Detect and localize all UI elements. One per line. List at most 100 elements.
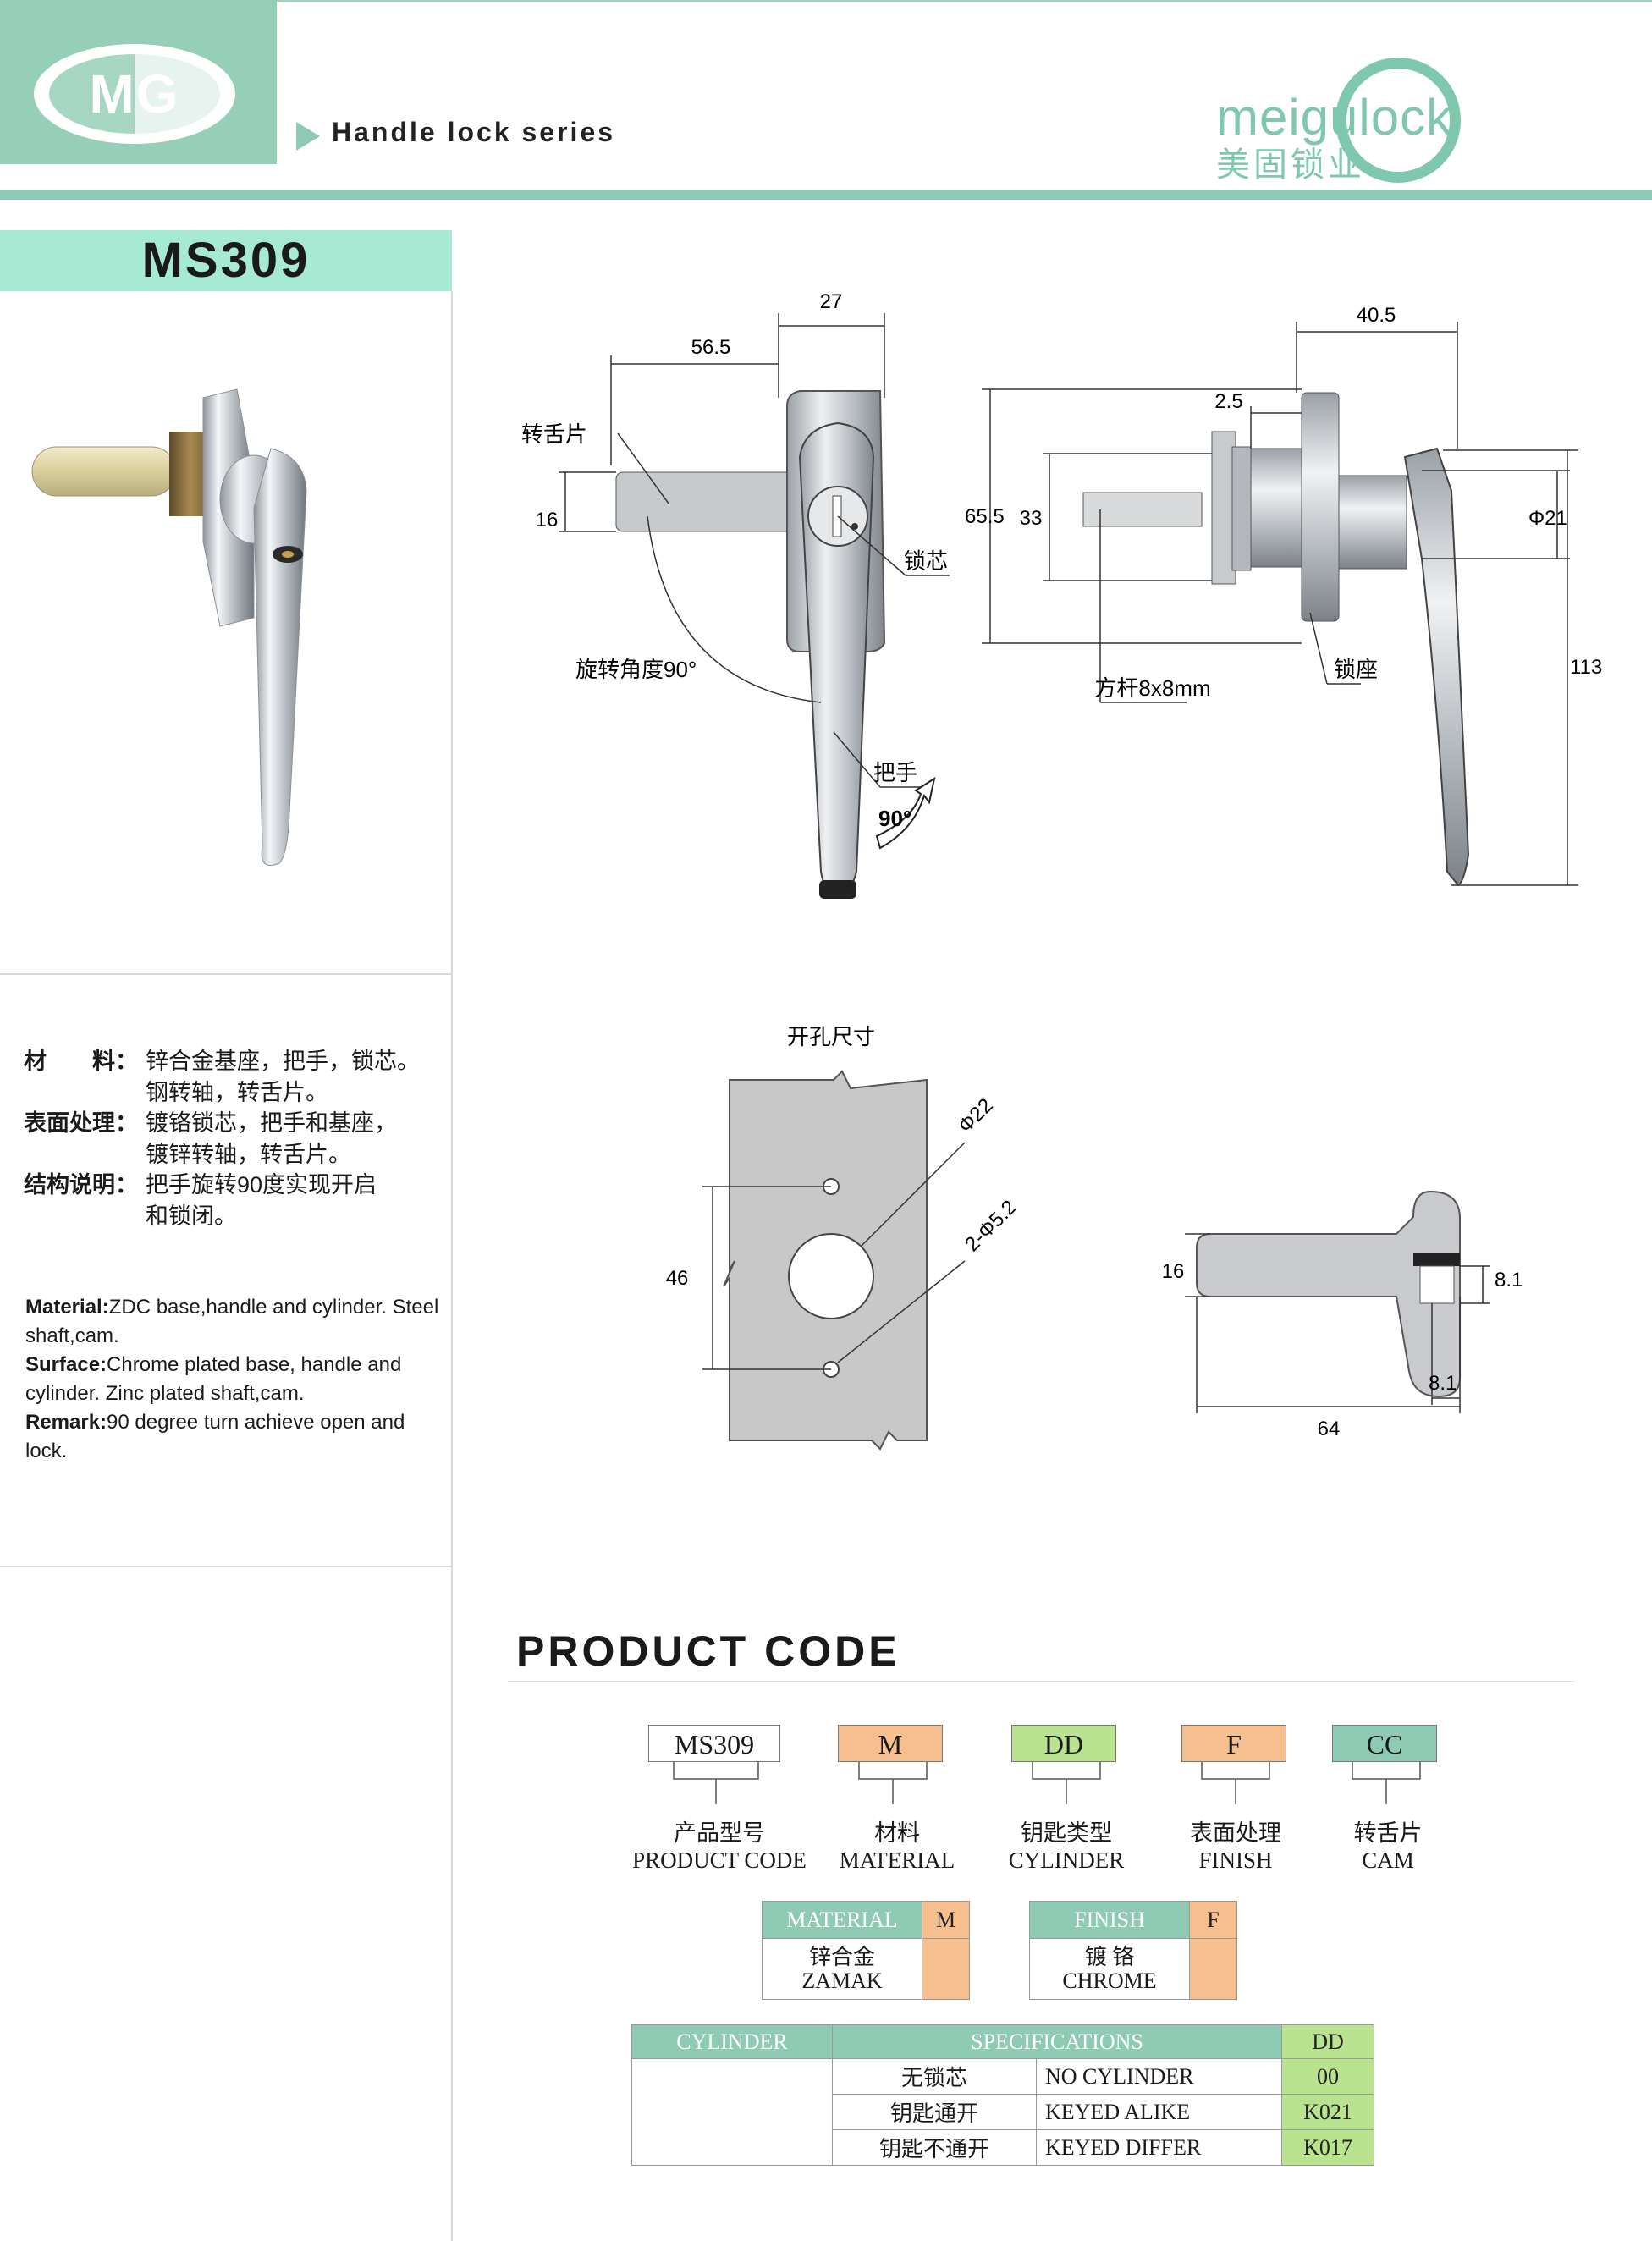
- product-code-rule: [508, 1681, 1574, 1682]
- spec-en-remark-label: Remark:: [25, 1411, 107, 1434]
- code-caption-cylinder-en: CYLINDER: [1008, 1847, 1125, 1873]
- table-row: 钥匙不通开 KEYED DIFFER K017: [632, 2129, 1374, 2166]
- code-caption-cam-cn: 转舌片: [1353, 1820, 1423, 1846]
- dim-27: 27: [820, 290, 843, 313]
- code-caption-finish-en: FINISH: [1198, 1847, 1273, 1873]
- cylinder-table-blank: [631, 2058, 833, 2166]
- dim-phi22: Φ22: [954, 1094, 998, 1138]
- code-box-material: M: [838, 1725, 943, 1762]
- cylinder-row-cn: 无锁芯: [832, 2058, 1037, 2095]
- dim-holes: 2-Φ5.2: [961, 1196, 1016, 1256]
- code-caption-material: 材料 MATERIAL: [812, 1820, 982, 1874]
- spec-en-material-label: Material:: [25, 1296, 109, 1319]
- spec-remark-line2: 和锁闭。: [146, 1203, 237, 1229]
- code-box-model: MS309: [648, 1725, 780, 1762]
- spec-surface-line2: 镀锌转轴，转舌片。: [146, 1142, 351, 1167]
- label-cam: 转舌片: [521, 421, 587, 447]
- dim-65-5: 65.5: [965, 505, 1005, 528]
- code-box-cylinder: DD: [1011, 1725, 1116, 1762]
- code-caption-finish-cn: 表面处理: [1190, 1820, 1281, 1846]
- model-banner: [0, 230, 452, 291]
- cam-dim-64: 64: [1318, 1418, 1341, 1439]
- cylinder-row-en: KEYED DIFFER: [1036, 2129, 1282, 2166]
- sidebar-divider: [451, 291, 453, 2241]
- dim-56-5: 56.5: [691, 336, 731, 359]
- cylinder-table: CYLINDER SPECIFICATIONS DD 无锁芯 NO CYLIND…: [631, 2024, 1374, 2166]
- cylinder-row-code: K017: [1281, 2129, 1374, 2166]
- finish-table-value: 镀 铬 CHROME: [1028, 1938, 1191, 2000]
- material-table-header: MATERIAL: [761, 1901, 923, 1939]
- code-connectors: [673, 1762, 1421, 1804]
- cylinder-spec-header: SPECIFICATIONS: [832, 2024, 1282, 2059]
- table-row: 钥匙通开 KEYED ALIKE K021: [632, 2094, 1374, 2130]
- code-caption-material-en: MATERIAL: [839, 1847, 955, 1873]
- code-caption-model: 产品型号 PRODUCT CODE: [626, 1820, 812, 1874]
- finish-table-code-header: F: [1189, 1901, 1237, 1939]
- code-box-finish: F: [1181, 1725, 1286, 1762]
- finish-table: FINISH F 镀 铬 CHROME: [1028, 1901, 1237, 2000]
- spec-material-line1: 锌合金基座，把手，锁芯。: [146, 1049, 420, 1074]
- code-box-cam: CC: [1332, 1725, 1437, 1762]
- spec-en-material-text: ZDC base,handle and cylinder. Steel shaf…: [25, 1296, 439, 1347]
- cylinder-row-code: 00: [1281, 2058, 1374, 2095]
- cylinder-row-en: NO CYLINDER: [1036, 2058, 1282, 2095]
- finish-value-en: CHROME: [1062, 1968, 1157, 1993]
- spec-en-surface-label: Surface:: [25, 1353, 107, 1376]
- label-cylinder: 锁芯: [904, 548, 948, 574]
- cutout-title: 开孔尺寸: [787, 1024, 875, 1049]
- cam-dim-8-1-bottom: 8.1: [1429, 1372, 1457, 1395]
- label-shaft: 方杆8x8mm: [1094, 675, 1210, 701]
- cylinder-row-cn: 钥匙不通开: [832, 2129, 1037, 2166]
- spec-material-line2: 钢转轴，转舌片。: [146, 1080, 328, 1105]
- code-caption-material-cn: 材料: [874, 1820, 920, 1846]
- side-view-drawing: 40.5 2.5 65.5 33 Φ21 113 方杆8x8mm 锁座: [965, 304, 1602, 887]
- code-caption-cylinder: 钥匙类型 CYLINDER: [982, 1820, 1151, 1874]
- logo-text: MG: [89, 63, 180, 124]
- cylinder-table-header: CYLINDER: [631, 2024, 833, 2059]
- sidebar-separator: [0, 973, 452, 975]
- spec-surface-label: 表面处理：: [24, 1110, 138, 1136]
- product-photo: [31, 388, 307, 866]
- cam-drawing: 16 8.1 8.1 64: [1162, 1190, 1523, 1439]
- finish-table-code-cell: [1189, 1938, 1237, 2000]
- code-caption-cam-en: CAM: [1362, 1847, 1414, 1873]
- spec-en-remark-text: 90 degree turn achieve open and lock.: [25, 1411, 405, 1462]
- finish-value-cn: 镀 铬: [1084, 1944, 1135, 1969]
- dim-33: 33: [1020, 507, 1043, 530]
- code-caption-model-cn: 产品型号: [674, 1820, 765, 1846]
- brand-name-cn: 美固锁业: [1216, 146, 1365, 184]
- dim-40-5: 40.5: [1357, 304, 1396, 327]
- label-90: 90°: [878, 806, 911, 831]
- material-value-cn: 锌合金: [809, 1944, 876, 1969]
- logo-oval-inner: [49, 54, 220, 134]
- cam-dim-16: 16: [1162, 1260, 1185, 1283]
- spec-remark-label: 结构说明：: [24, 1172, 138, 1198]
- label-rotation: 旋转角度90°: [575, 657, 697, 682]
- cylinder-row-code: K021: [1281, 2094, 1374, 2130]
- material-table-code-header: M: [922, 1901, 970, 1939]
- spec-surface-line1: 镀铬锁芯，把手和基座，: [146, 1110, 397, 1136]
- brand-name: meigulock: [1216, 89, 1453, 146]
- spec-remark-line1: 把手旋转90度实现开启: [146, 1172, 377, 1198]
- product-code-title: PRODUCT CODE: [516, 1627, 900, 1675]
- header-top-rule: [0, 0, 1652, 2]
- cam-dim-8-1-right: 8.1: [1495, 1269, 1523, 1291]
- table-row: 无锁芯 NO CYLINDER 00: [631, 2058, 1374, 2166]
- material-table: MATERIAL M 锌合金 ZAMAK: [761, 1901, 970, 2000]
- dim-46: 46: [666, 1267, 689, 1290]
- sidebar-separator: [0, 1566, 452, 1567]
- dim-113: 113: [1570, 656, 1602, 679]
- label-handle: 把手: [873, 760, 917, 785]
- spec-material-label: 材 料：: [24, 1049, 138, 1074]
- spec-en-surface-text: Chrome plated base, handle and cylinder.…: [25, 1353, 402, 1405]
- header-rule: [0, 190, 1652, 200]
- front-view-drawing: 27 56.5 16 转舌片 锁芯 旋转角度90° 把手 90°: [521, 290, 950, 899]
- cutout-drawing: 开孔尺寸 Φ22 2-Φ5.2 46: [666, 1024, 1016, 1451]
- spec-en-block: Material:ZDC base,handle and cylinder. S…: [25, 1293, 440, 1466]
- dim-16: 16: [536, 509, 559, 531]
- label-base: 锁座: [1334, 657, 1378, 682]
- model-number: MS309: [141, 233, 311, 288]
- spec-cn-block: 材 料： 锌合金基座，把手，锁芯。 钢转轴，转舌片。 表面处理： 镀铬锁芯，把手…: [0, 1046, 452, 1266]
- cylinder-code-header: DD: [1281, 2024, 1374, 2059]
- finish-table-header: FINISH: [1028, 1901, 1191, 1939]
